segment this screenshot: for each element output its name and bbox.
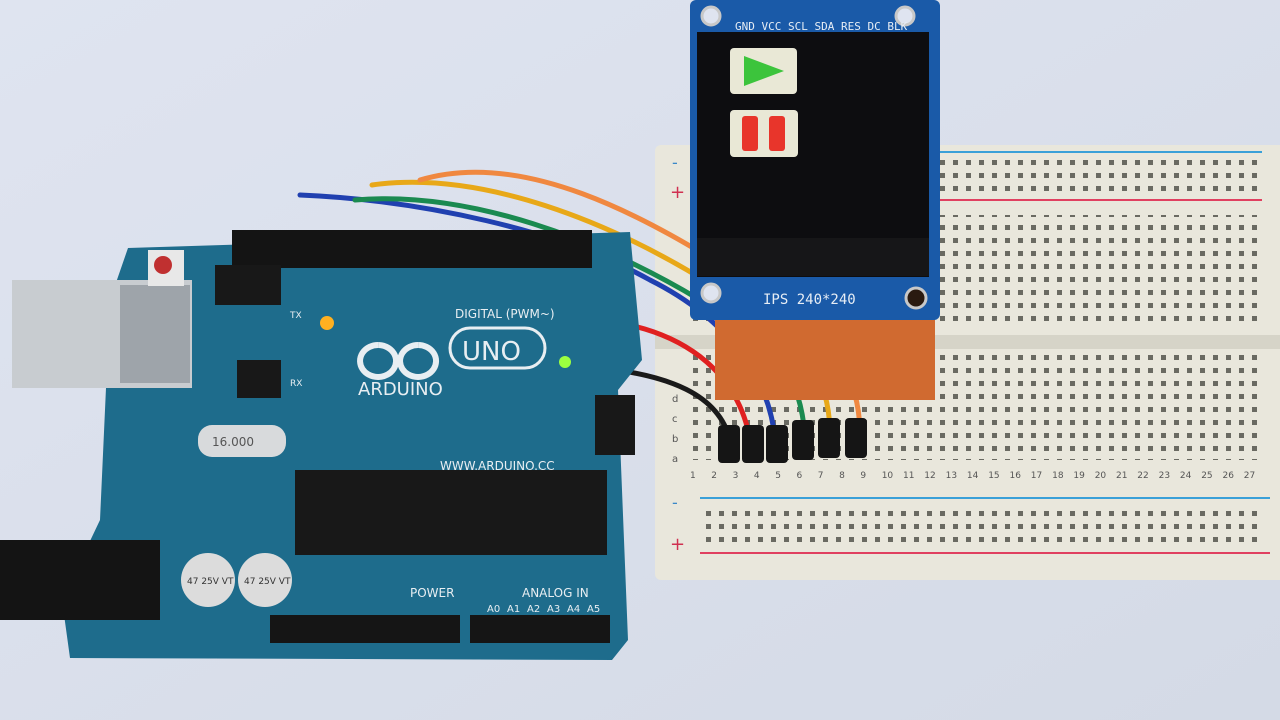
column-number: 15: [988, 471, 999, 481]
row-letter-a: a: [672, 454, 678, 465]
rail-plus-label: +: [670, 182, 685, 203]
pin-a2: A2: [527, 604, 540, 615]
rail-minus-label: -: [672, 153, 678, 172]
led-on: [559, 356, 571, 368]
row-letter-c: c: [672, 414, 678, 425]
column-number: 19: [1073, 471, 1085, 481]
column-number: 26: [1223, 471, 1235, 481]
column-number: 14: [967, 471, 979, 481]
board-model: UNO: [462, 337, 521, 367]
arduino-logo-icon: [357, 342, 440, 380]
board-brand: ARDUINO: [358, 379, 443, 400]
digital-label: DIGITAL (PWM~): [455, 307, 555, 321]
row-letter-d: d: [672, 394, 678, 405]
column-number: 3: [733, 471, 739, 481]
row-letter-b: b: [672, 434, 678, 445]
column-number: 22: [1137, 471, 1148, 481]
pin-a0: A0: [487, 604, 500, 615]
analog-label: ANALOG IN: [522, 586, 589, 600]
column-number: 8: [839, 471, 845, 481]
column-number: 18: [1052, 471, 1064, 481]
column-number: 9: [860, 471, 866, 481]
column-number: 12: [924, 471, 935, 481]
column-number: 2: [711, 471, 717, 481]
column-number: 16: [1010, 471, 1022, 481]
column-number: 5: [775, 471, 781, 481]
column-number: 10: [882, 471, 894, 481]
dc-power-jack: [0, 540, 160, 620]
column-number: 23: [1159, 471, 1170, 481]
analog-header: [470, 615, 610, 643]
pause-button[interactable]: [730, 110, 798, 157]
tx-label: TX: [289, 311, 302, 321]
crystal: [198, 425, 286, 457]
crystal-label: 16.000: [212, 435, 254, 449]
column-number: 24: [1180, 471, 1192, 481]
led-l: [320, 316, 334, 330]
pin-a5: A5: [587, 604, 600, 615]
power-label: POWER: [410, 586, 454, 600]
rx-label: RX: [290, 379, 302, 389]
capacitor-label: 47 25V VT: [187, 577, 234, 587]
website-label: WWW.ARDUINO.CC: [440, 459, 555, 473]
column-number: 11: [903, 471, 914, 481]
column-number: 13: [946, 471, 957, 481]
pin-labels: GND VCC SCL SDA RES DC BLK: [735, 20, 908, 33]
power-header: [270, 615, 460, 643]
column-number: 4: [754, 471, 760, 481]
digital-header: [232, 230, 592, 268]
column-number: 27: [1244, 471, 1255, 481]
play-icon: [744, 56, 784, 86]
rail-minus-label-bottom: -: [672, 493, 678, 512]
pin-a4: A4: [567, 604, 580, 615]
capacitor: [181, 553, 235, 607]
icsp-header: [215, 265, 281, 305]
column-number: 20: [1095, 471, 1107, 481]
rail-plus-label-bottom: +: [670, 534, 685, 555]
atmega-chip: [295, 470, 607, 555]
capacitor: [238, 553, 292, 607]
column-number: 21: [1116, 471, 1127, 481]
arduino-uno-board: 16.000 47 25V VT 47 25V VT DIGITAL (PWM~…: [0, 230, 642, 660]
column-number: 6: [797, 471, 803, 481]
column-number: 17: [1031, 471, 1042, 481]
pause-icon: [742, 116, 785, 151]
capacitor-label: 47 25V VT: [244, 577, 291, 587]
display-model-label: IPS 240*240: [763, 292, 856, 308]
column-number: 25: [1201, 471, 1212, 481]
column-number: 7: [818, 471, 824, 481]
pin-a3: A3: [547, 604, 560, 615]
pin-a1: A1: [507, 604, 520, 615]
column-number: 1: [690, 471, 696, 481]
ips-display-module: GND VCC SCL SDA RES DC BLK IPS 240*240: [690, 0, 940, 400]
